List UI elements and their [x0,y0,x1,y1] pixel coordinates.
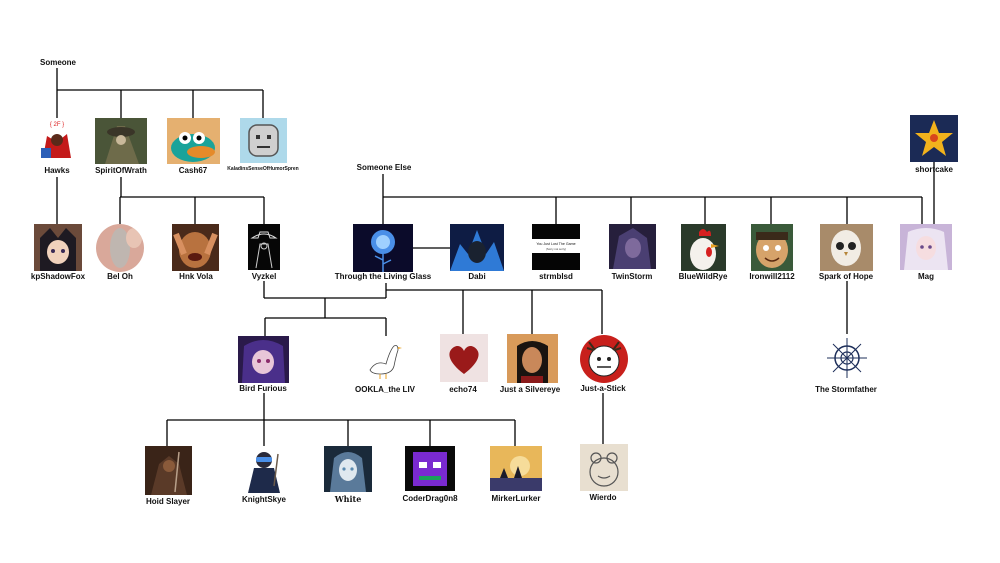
warrior-icon [145,446,192,495]
avatar-knightskye[interactable] [240,446,288,493]
black-text-icon: You Just Lost The Game (Sorry not sorry) [532,224,580,270]
label-beloh: Bel Oh [107,272,133,281]
label-justastick: Just-a-Stick [580,384,626,393]
cartoon-face-icon [751,224,793,271]
avatar-twinstorm[interactable] [609,224,656,269]
label-shortcake: shortcake [915,165,953,174]
label-twinstorm: TwinStorm [611,272,653,281]
label-hawks: Hawks [44,166,70,175]
avatar-hoidslayer[interactable] [145,446,192,495]
label-hoidslayer: Hoid Slayer [145,497,191,506]
avatar-kpshadowfox[interactable] [34,224,82,271]
fox-girl-icon [34,224,82,271]
avatar-beloh[interactable] [96,224,144,272]
label-livingglass: Through the Living Glass [334,272,432,281]
label-strmblsd: strmblsd [539,272,573,281]
owl-icon [820,224,873,271]
strmblsd-text-line2: (Sorry not sorry) [546,247,566,251]
purple-character-icon [238,336,289,383]
avatar-mag[interactable] [900,224,952,270]
wizard-icon [95,118,147,164]
label-stormfather: The Stormfather [815,385,877,394]
avatar-vyzkel[interactable] [248,224,280,270]
avatar-hnkvola[interactable] [172,224,219,271]
avatar-ironwill[interactable] [751,224,793,271]
label-ookla: OOKLA_the LIV [354,385,416,394]
star-icon [910,115,958,162]
label-ironwill: Ironwill2112 [749,272,795,281]
label-white: White [334,494,362,504]
label-vyzkel: Vyzkel [251,272,277,281]
avatar-ookla[interactable] [362,336,410,383]
avatar-stormfather[interactable] [822,334,872,382]
frog-sketch-icon [580,444,628,491]
label-hnkvola: Hnk Vola [179,272,213,281]
heart-icon [440,334,488,382]
strmblsd-text-line1: You Just Lost The Game [536,242,575,246]
hat-sketch-icon [248,224,280,270]
goose-icon [362,336,410,383]
label-silvereye: Just a Silvereye [499,385,561,394]
label-echo74: echo74 [449,385,477,394]
dark-figure-icon [609,224,656,269]
rooster-icon [681,224,726,271]
blue-rose-icon [353,224,413,272]
avatar-justastick[interactable] [579,334,629,383]
hawks-tag-text: { 2F } [50,122,64,128]
avatar-white[interactable] [324,446,372,492]
avatar-wierdo[interactable] [580,444,628,491]
avatar-dabi[interactable] [450,224,504,271]
label-sparkofhope: Spark of Hope [818,272,874,281]
avatar-silvereye[interactable] [507,334,558,383]
avatar-kaladin[interactable] [240,118,287,163]
avatar-mirkerlurker[interactable] [490,446,542,491]
pixel-monster-icon [405,446,455,491]
label-coderdragon: CoderDrag0n8 [402,494,458,503]
label-dabi: Dabi [468,272,486,281]
avatar-bluewildrye[interactable] [681,224,726,271]
vr-knight-icon [240,446,288,493]
blue-flame-icon [450,224,504,271]
root-someone: Someone [39,58,77,67]
avatar-livingglass[interactable] [353,224,413,272]
hooded-figure-icon [324,446,372,492]
label-wierdo: Wierdo [589,493,617,502]
label-kpshadowfox: kpShadowFox [30,272,86,281]
anime-girl-icon [900,224,952,270]
avatar-spiritofwrath[interactable] [95,118,147,164]
hawks-icon: { 2F } [37,118,77,162]
label-birdfurious: Bird Furious [239,384,287,393]
label-kaladin: KaladinsSenseOfHumorSpren [227,166,299,172]
root-someone-else: Someone Else [356,163,412,172]
antlered-face-icon [580,335,628,383]
avatar-sparkofhope[interactable] [820,224,873,271]
avatar-echo74[interactable] [440,334,488,382]
label-cash67: Cash67 [178,166,208,175]
platypus-icon [167,118,220,164]
label-mirkerlurker: MirkerLurker [491,494,541,503]
avatar-birdfurious[interactable] [238,336,289,383]
label-spiritofwrath: SpiritOfWrath [95,166,147,175]
face-icon [172,224,219,271]
avatar-cash67[interactable] [167,118,220,164]
character-portrait-icon [507,334,558,383]
label-bluewildrye: BlueWildRye [678,272,728,281]
pixel-face-icon [240,118,287,163]
compass-glyph-icon [822,334,872,382]
avatar-shortcake[interactable] [910,115,958,162]
label-knightskye: KnightSkye [241,495,287,504]
blurry-photo-icon [96,224,144,272]
sunset-silhouette-icon [490,446,542,491]
label-mag: Mag [918,272,934,281]
avatar-strmblsd[interactable]: You Just Lost The Game (Sorry not sorry) [532,224,580,270]
avatar-coderdragon[interactable] [405,446,455,491]
avatar-hawks[interactable]: { 2F } [37,118,77,162]
